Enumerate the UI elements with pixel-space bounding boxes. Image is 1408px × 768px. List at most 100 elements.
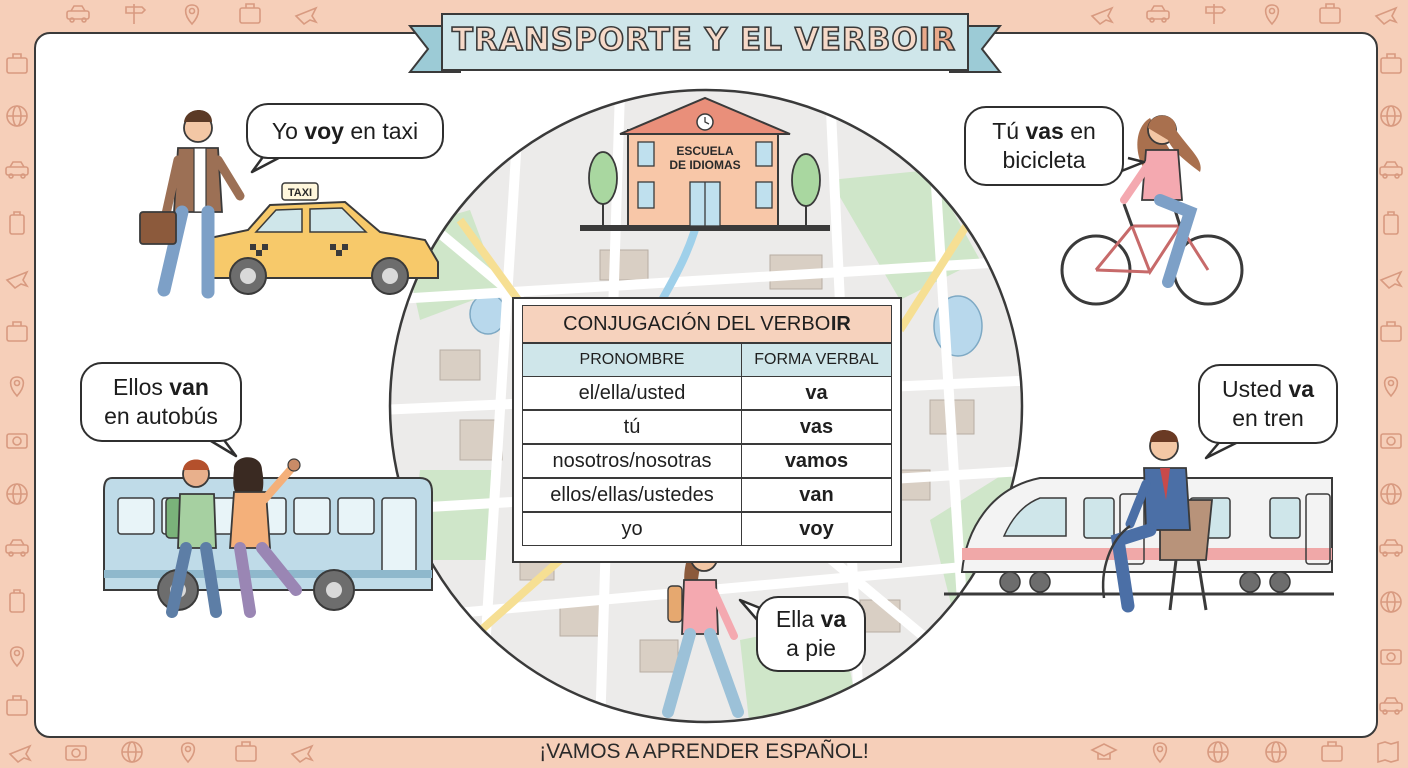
title-highlight: IR — [918, 21, 957, 59]
column-header-verb-form: FORMA VERBAL — [742, 343, 892, 377]
car-icon — [1379, 161, 1403, 179]
bubble-train: Usted va en tren — [1198, 364, 1338, 444]
footer-slogan: ¡VAMOS A APRENDER ESPAÑOL! — [539, 740, 869, 763]
camera-icon — [1380, 649, 1402, 665]
map-pin-icon — [1152, 742, 1168, 764]
cane — [1101, 524, 1131, 599]
pronoun-cell: el/ella/usted — [522, 376, 742, 410]
bubble-bus-line1: Ellos van — [113, 373, 209, 402]
car-icon — [5, 161, 29, 179]
table-row: ellos/ellas/ustedes van — [522, 478, 892, 512]
map-pin-icon — [1264, 4, 1280, 26]
suitcase-icon — [239, 3, 261, 24]
suitcase-icon — [1319, 3, 1341, 24]
map-pin-icon — [1383, 376, 1399, 398]
globe-icon — [121, 741, 143, 763]
column-header-pronoun: PRONOMBRE — [522, 343, 742, 377]
camera-icon — [65, 745, 87, 761]
pronoun-cell: tú — [522, 410, 742, 444]
airplane-icon — [5, 270, 29, 290]
suitcase-icon — [1380, 53, 1402, 74]
bubble-bicycle-rest: en — [1063, 118, 1096, 144]
taxi-scene: TAXI — [139, 110, 439, 299]
suitcase-icon — [1383, 211, 1399, 235]
suitcase-icon — [1321, 741, 1343, 762]
globe-icon — [1380, 483, 1402, 505]
tree-icon — [791, 153, 821, 228]
globe-icon — [6, 483, 28, 505]
airplane-icon — [1374, 6, 1398, 26]
bus-scene — [103, 457, 433, 618]
car-icon — [1379, 697, 1403, 715]
table-header-row: PRONOMBRE FORMA VERBAL — [522, 343, 892, 377]
map-blocks — [439, 249, 975, 673]
girl-waving — [229, 457, 302, 618]
airplane-icon — [294, 6, 318, 26]
pronoun-cell: yo — [522, 512, 742, 546]
tree-icon — [588, 151, 618, 228]
bubble-taxi-pronoun: Yo — [271, 117, 305, 144]
globe-icon — [1265, 741, 1287, 763]
map-icon — [1377, 740, 1399, 764]
graduation-cap-icon — [1090, 743, 1118, 760]
signpost-icon — [1205, 4, 1227, 24]
airplane-icon — [8, 744, 32, 764]
suitcase-icon — [235, 741, 257, 762]
suitcase-icon — [6, 321, 28, 342]
suitcase-icon — [9, 211, 25, 235]
school-sign-line1: ESCUELA — [676, 144, 734, 158]
conjugation-title-text: CONJUGACIÓN DEL VERBO — [563, 312, 831, 335]
bubble-bus-pronoun: Ellos — [113, 374, 170, 400]
bubble-bus-verb: van — [169, 374, 209, 400]
verb-form-cell: va — [742, 376, 892, 410]
globe-icon — [1380, 591, 1402, 613]
woman-on-bicycle — [1120, 115, 1201, 288]
airplane-icon — [1090, 6, 1114, 26]
waving-hand — [287, 458, 301, 472]
camera-icon — [6, 433, 28, 449]
bubble-taxi: Yo voy en taxi — [246, 103, 444, 159]
table-row: yo voy — [522, 512, 892, 546]
verb-form-cell: vamos — [742, 444, 892, 478]
airplane-icon — [290, 744, 314, 764]
bubble-train-line2: en tren — [1232, 405, 1304, 431]
bubble-walk-pronoun: Ella — [775, 606, 821, 632]
bubble-bus-line2: en autobús — [104, 403, 218, 429]
bicycle — [1060, 199, 1244, 306]
walking-woman — [662, 544, 744, 718]
train-scene — [944, 430, 1334, 613]
boy-with-backpack — [165, 459, 222, 618]
bubble-train-line1: Usted va — [1222, 375, 1314, 404]
suitcase-icon — [6, 695, 28, 716]
briefcase-icon — [139, 211, 177, 245]
bubble-walk-line1: Ella va — [776, 605, 846, 634]
bubble-bicycle-pronoun: Tú — [992, 118, 1026, 144]
conjugation-title: CONJUGACIÓN DEL VERBO IR — [522, 305, 892, 343]
language-school-building: ESCUELA DE IDIOMAS — [580, 96, 830, 231]
suitcase-icon — [6, 53, 28, 74]
bubble-walk-verb: va — [820, 606, 847, 632]
table-row: nosotros/nosotras vamos — [522, 444, 892, 478]
car-icon — [1379, 539, 1403, 557]
map-pin-icon — [180, 742, 196, 764]
pronoun-cell: ellos/ellas/ustedes — [522, 478, 742, 512]
walking-scene — [662, 544, 744, 718]
suitcase-icon — [1380, 321, 1402, 342]
conjugation-table: CONJUGACIÓN DEL VERBO IR PRONOMBRE FORMA… — [512, 297, 902, 563]
bubble-walk: Ella va a pie — [756, 596, 866, 672]
conjugation-title-verb: IR — [830, 312, 851, 335]
taxi-roof-sign: TAXI — [288, 187, 312, 199]
car-icon — [5, 539, 29, 557]
bubble-taxi-rest: en taxi — [343, 117, 419, 144]
airplane-icon — [1379, 270, 1403, 290]
man-on-bench — [1101, 430, 1213, 613]
suitcase-icon — [9, 589, 25, 613]
table-row: tú vas — [522, 410, 892, 444]
bubble-bicycle-line2: bicicleta — [1002, 147, 1086, 173]
title-main: TRANSPORTE Y EL VERBO — [451, 21, 919, 59]
border-icon-group — [5, 3, 1403, 764]
car-icon — [1146, 5, 1170, 23]
verb-form-cell: vas — [742, 410, 892, 444]
